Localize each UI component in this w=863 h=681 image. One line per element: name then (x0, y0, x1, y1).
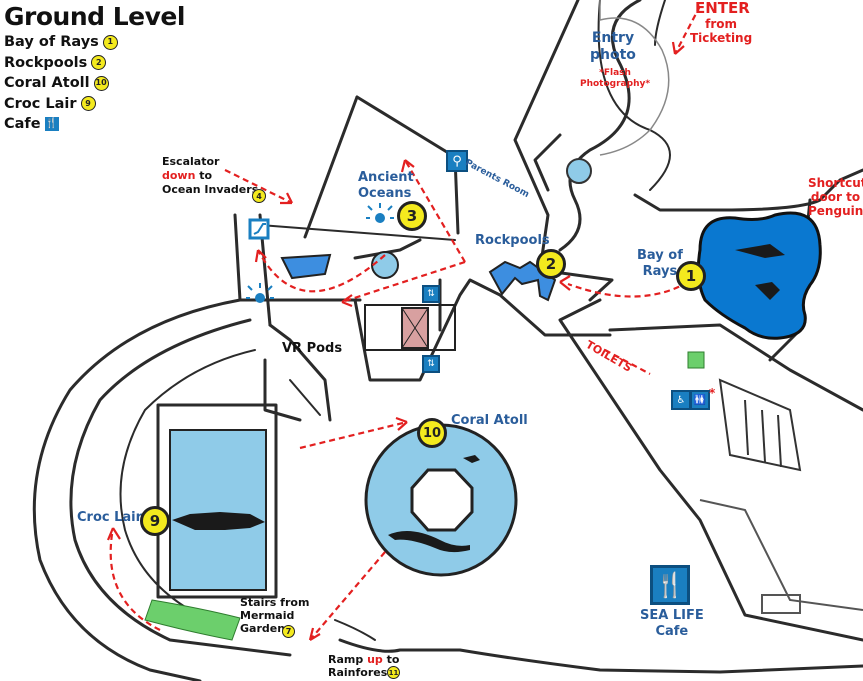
badge-10: 10 (93, 75, 109, 91)
coral-atoll-center (410, 468, 474, 532)
toilet-icon: 🚻 (690, 390, 710, 410)
stairs-mermaid-garden (144, 599, 241, 641)
legend-cafe: Cafe🍴 (4, 116, 59, 132)
ancient-oceans-round (371, 251, 399, 279)
entry-photo-area (599, 0, 670, 156)
building-walls (32, 0, 863, 681)
level-title: Ground Level (4, 2, 185, 31)
badge-7: 7 (282, 625, 295, 638)
badge-9: 9 (80, 96, 96, 112)
croc-silhouette (172, 512, 265, 530)
accessible-toilet-icon: ♿ (671, 390, 691, 410)
croc-lair-label: Croc Lair (77, 510, 143, 525)
ray-silhouette (755, 282, 780, 300)
rockpools-label: Rockpools (475, 233, 550, 248)
first-aid-icon (687, 351, 705, 369)
lift-shaft (364, 304, 456, 351)
lightbulb-icon (366, 203, 394, 223)
parents-room-icon: ⚲ (446, 150, 468, 172)
ramp-label: Ramp up to Rainforest (328, 653, 400, 679)
bay-of-rays-pool (696, 211, 822, 340)
ancient-oceans-tank (280, 253, 332, 280)
coral-atoll-label: Coral Atoll (451, 413, 528, 428)
lightbulb-icon-2 (246, 283, 274, 303)
shark-silhouette (735, 244, 785, 258)
lift-icon-top: ⇅ (422, 285, 440, 303)
badge-4: 4 (252, 189, 266, 203)
badge-2-map: 2 (536, 249, 566, 279)
badge-11: 11 (387, 666, 400, 679)
lift-icon-bottom: ⇅ (422, 355, 440, 373)
cafe-map-icon: 🍴 (650, 565, 690, 605)
escalator-label: Escalator down to Ocean Invaders (162, 155, 259, 196)
toilet-asterisk: * (709, 386, 716, 400)
route-arrows (109, 5, 701, 641)
eel-silhouette (388, 531, 470, 553)
fish-silhouette (463, 455, 480, 463)
badge-2: 2 (91, 55, 107, 71)
badge-9-map: 9 (140, 506, 170, 536)
badge-1: 1 (102, 34, 118, 50)
toilet-block (718, 378, 802, 472)
badge-1-map: 1 (676, 261, 706, 291)
route-arrowheads (106, 41, 685, 641)
enter-label: ENTER (695, 0, 750, 17)
croc-tank-water (169, 429, 267, 591)
entry-pool (566, 158, 592, 184)
badge-10-map: 10 (417, 418, 447, 448)
cutlery-icon: 🍴 (44, 117, 59, 132)
badge-3: 3 (397, 201, 427, 231)
vr-pods-label: VR Pods (282, 341, 343, 356)
